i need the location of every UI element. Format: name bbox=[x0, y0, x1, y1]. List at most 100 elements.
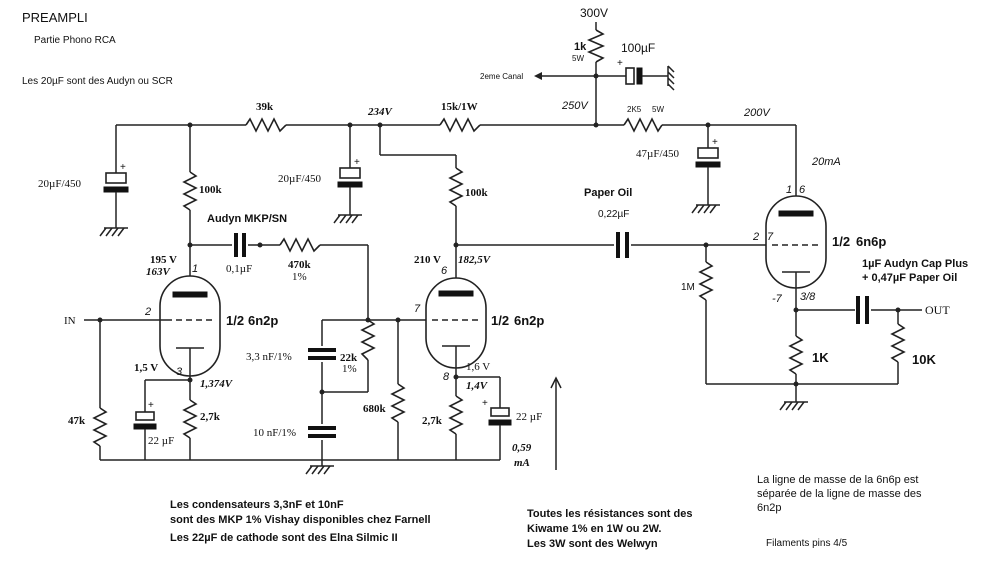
arrow-left-icon bbox=[534, 72, 542, 80]
svg-text:+: + bbox=[712, 137, 718, 148]
c20a-label: 20µF/450 bbox=[38, 178, 82, 190]
note-res-3: Les 3W sont des Welwyn bbox=[527, 538, 658, 550]
v250-label: 250V bbox=[561, 100, 589, 112]
v200-label: 200V bbox=[743, 107, 771, 119]
c22-s1-label: 22 µF bbox=[148, 435, 174, 447]
c33-label: 3,3 nF/1% bbox=[246, 351, 292, 363]
r22k-tol: 1% bbox=[342, 363, 357, 375]
svg-text:3/8: 3/8 bbox=[800, 291, 816, 303]
resistor-1k-supply bbox=[586, 29, 606, 63]
s2-tube-half: 1/2 bbox=[491, 313, 509, 328]
c47-label: 47µF/450 bbox=[636, 148, 680, 160]
note-res-2: Kiwame 1% en 1W ou 2W. bbox=[527, 523, 661, 535]
note-mass-3: 6n2p bbox=[757, 502, 781, 514]
resistor-100k-stage1 bbox=[182, 171, 198, 211]
s1-tube-type: 6n2p bbox=[248, 313, 278, 328]
schematic-subtitle: Partie Phono RCA bbox=[34, 35, 116, 46]
capacitor-20uf-b-plate bbox=[339, 167, 361, 179]
r-supply-power: 5W bbox=[572, 54, 584, 63]
resistor-39k bbox=[245, 117, 287, 133]
capacitor-22uf-s2-neg bbox=[488, 419, 512, 426]
ground-icon bbox=[333, 214, 362, 224]
s2-current: 0,59 bbox=[512, 442, 532, 454]
note-caps-3: Les 22µF de cathode sont des Elna Silmic… bbox=[170, 532, 398, 544]
arrow-up-icon bbox=[550, 376, 562, 389]
tube-anode-plate bbox=[778, 210, 814, 217]
resistor-47k bbox=[92, 407, 108, 447]
note-caps-1: Les condensateurs 3,3nF et 10nF bbox=[170, 499, 344, 511]
svg-text:+: + bbox=[482, 398, 488, 409]
capacitor-22uf-s1-neg bbox=[133, 423, 157, 430]
r680k-label: 680k bbox=[363, 403, 387, 415]
ground-icon bbox=[779, 401, 808, 411]
svg-text:8: 8 bbox=[443, 371, 450, 383]
hv-label: 300V bbox=[580, 6, 608, 20]
capacitor-20uf-a-neg bbox=[103, 186, 129, 193]
svg-text:-7: -7 bbox=[772, 293, 783, 305]
output-label: OUT bbox=[925, 303, 950, 317]
note-filaments: Filaments pins 4/5 bbox=[766, 538, 848, 549]
ground-icon bbox=[99, 227, 128, 237]
s1-anode-measured: 163V bbox=[146, 266, 172, 278]
svg-text:1: 1 bbox=[786, 184, 792, 196]
capacitor-22uf-s2-plate bbox=[490, 407, 510, 417]
resistor-2k7-stage1 bbox=[182, 399, 198, 439]
c01-label: 0,1µF bbox=[226, 263, 252, 275]
note-mass-1: La ligne de masse de la 6n6p est bbox=[757, 474, 918, 486]
resistor-15k bbox=[439, 117, 481, 133]
r100k-s2-label: 100k bbox=[465, 187, 489, 199]
coupling-cap-brand: Audyn MKP/SN bbox=[207, 213, 287, 225]
ground-icon bbox=[691, 204, 720, 214]
r27-s2-label: 2,7k bbox=[422, 415, 443, 427]
svg-text:+: + bbox=[148, 400, 154, 411]
resistor-1m bbox=[698, 261, 714, 301]
tube-anode-plate bbox=[438, 290, 474, 297]
r27-s1-label: 2,7k bbox=[200, 411, 221, 423]
input-label: IN bbox=[64, 315, 76, 327]
c-100uf-label: 100µF bbox=[621, 41, 655, 55]
r470k-label: 470k bbox=[288, 259, 312, 271]
s2-anode-voltage: 210 V bbox=[414, 254, 441, 266]
svg-text:1: 1 bbox=[192, 263, 198, 275]
c10-label: 10 nF/1% bbox=[253, 427, 296, 439]
resistor-680k bbox=[390, 383, 406, 423]
out-cap-label-2: + 0,47µF Paper Oil bbox=[862, 272, 957, 284]
s2-current-unit: mA bbox=[514, 457, 530, 469]
ground-icon bbox=[667, 65, 675, 91]
s1-anode-voltage: 195 V bbox=[150, 254, 177, 266]
out-cap-label-1: 1µF Audyn Cap Plus bbox=[862, 258, 968, 270]
resistor-2k5 bbox=[623, 117, 663, 133]
schematic-title: PREAMPLI bbox=[22, 10, 88, 25]
coupling-type-label: Paper Oil bbox=[584, 187, 632, 199]
s3-tube-type: 6n6p bbox=[856, 234, 886, 249]
r22k-label: 22k bbox=[340, 352, 358, 364]
s3-tube-half: 1/2 bbox=[832, 234, 850, 249]
svg-text:+: + bbox=[120, 162, 126, 173]
resistor-470k bbox=[279, 237, 321, 253]
s2-cathode-voltage: 1,6 V bbox=[466, 361, 490, 373]
capacitor-20uf-a-plate bbox=[105, 172, 127, 184]
r15k-label: 15k/1W bbox=[441, 101, 478, 113]
capacitor-100uf-plate bbox=[625, 67, 635, 85]
capacitor-100uf-neg bbox=[636, 67, 643, 85]
r39k-label: 39k bbox=[256, 101, 274, 113]
c22-s2-label: 22 µF bbox=[516, 411, 542, 423]
s3-current: 20mA bbox=[811, 156, 841, 168]
resistor-2k7-stage2 bbox=[448, 395, 464, 435]
note-caps-2: sont des MKP 1% Vishay disponibles chez … bbox=[170, 514, 431, 526]
s2-cathode-measured: 1,4V bbox=[466, 380, 489, 392]
tube-anode-plate bbox=[172, 291, 208, 298]
note-mass-2: séparée de la ligne de masse des bbox=[757, 488, 922, 500]
s1-cathode-measured: 1,374V bbox=[200, 378, 234, 390]
svg-text:+: + bbox=[354, 157, 360, 168]
r100k-s1-label: 100k bbox=[199, 184, 223, 196]
r-supply-label: 1k bbox=[574, 41, 587, 53]
r10k-label: 10K bbox=[912, 352, 936, 367]
svg-text:3: 3 bbox=[176, 366, 183, 378]
svg-text:6: 6 bbox=[799, 184, 806, 196]
svg-text:7: 7 bbox=[767, 231, 774, 243]
r1m-label: 1M bbox=[681, 282, 695, 293]
ground-icon bbox=[305, 460, 334, 475]
